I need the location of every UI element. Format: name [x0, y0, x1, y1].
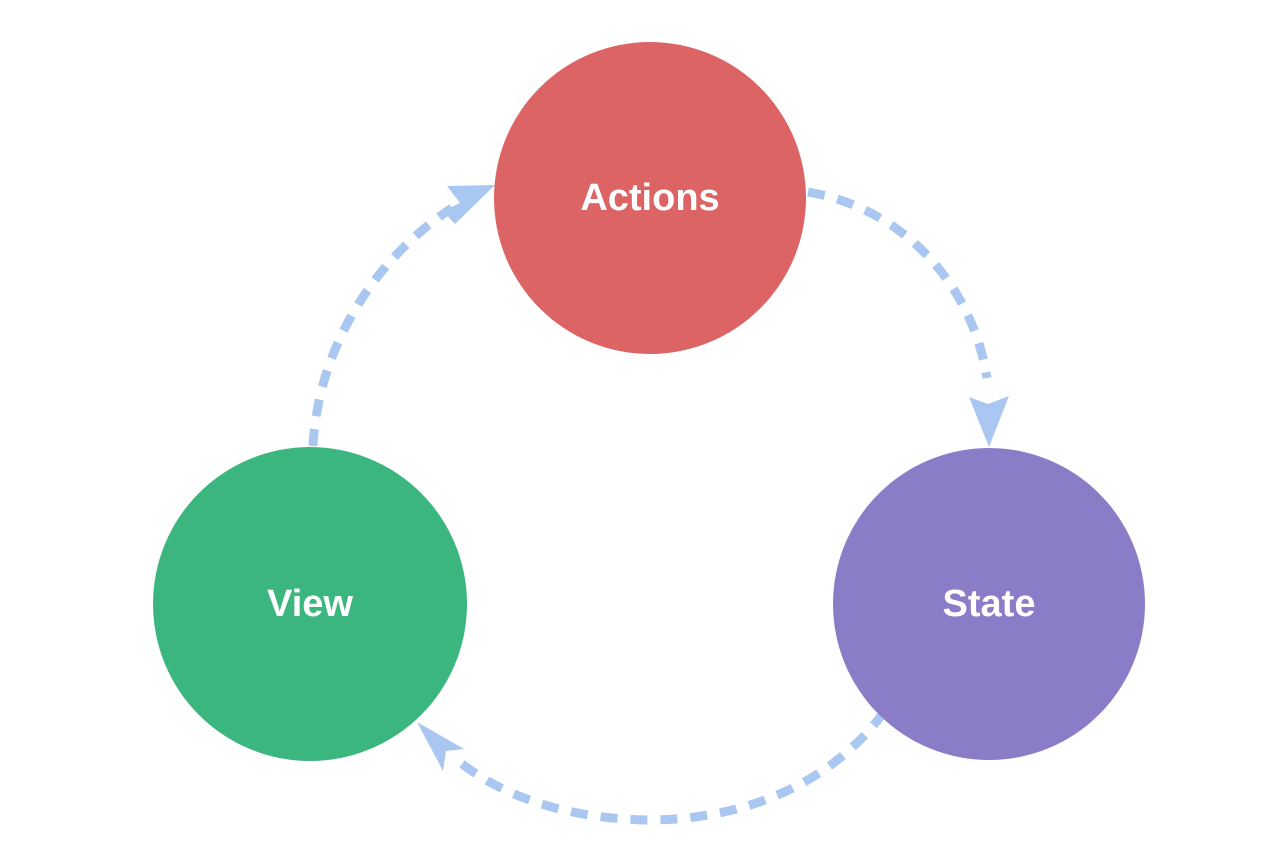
node-view-label: View — [267, 583, 353, 625]
edge-view-to-actions-path — [308, 204, 455, 447]
edge-state-to-view-arrowhead — [417, 722, 464, 771]
node-view[interactable]: View — [153, 447, 467, 761]
node-state[interactable]: State — [833, 448, 1145, 760]
node-actions[interactable]: Actions — [494, 42, 806, 354]
edge-state-to-view — [417, 709, 888, 825]
edge-view-to-actions-arrowhead — [443, 185, 495, 224]
node-actions-circle[interactable] — [494, 42, 806, 354]
node-state-label: State — [943, 583, 1036, 625]
edge-actions-to-state-path — [807, 187, 992, 379]
node-actions-label: Actions — [580, 177, 719, 219]
edge-actions-to-state-arrowhead — [969, 396, 1009, 447]
edge-view-to-actions — [308, 185, 495, 447]
node-state-circle[interactable] — [833, 448, 1145, 760]
edge-state-to-view-path — [452, 709, 888, 825]
edge-actions-to-state — [807, 187, 1009, 447]
node-view-circle[interactable] — [153, 447, 467, 761]
